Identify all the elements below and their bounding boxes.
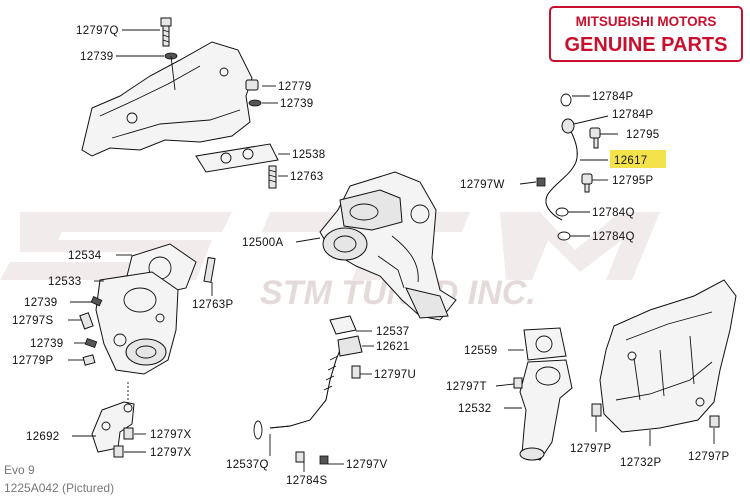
label-12797t: 12797T (446, 381, 487, 393)
label-12538: 12538 (292, 149, 325, 161)
label-12692: 12692 (26, 431, 59, 443)
turbo-heat-shield-upper (81, 41, 253, 157)
label-12784q-b: 12784Q (592, 231, 635, 243)
label-12795: 12795 (626, 129, 659, 141)
oil-return-pipe-12621 (269, 315, 363, 429)
stud-12763-icon (268, 165, 277, 189)
label-12797p-b: 12797P (688, 451, 729, 463)
label-12797x-b: 12797X (150, 447, 191, 459)
leader-lines (68, 29, 715, 472)
outlet-elbow-12533 (95, 271, 179, 375)
label-12784p-a: 12784P (592, 91, 633, 103)
washer-12784p-b-icon (561, 118, 575, 134)
label-12559: 12559 (464, 345, 497, 357)
bolt-12797p-b-icon (709, 415, 720, 428)
part-labels: 12797Q 12739 12779 12739 12538 12763 125… (12, 25, 729, 487)
badge-line2: GENUINE PARTS (565, 34, 728, 56)
bolt-12797w-icon (536, 177, 546, 187)
label-12797w: 12797W (460, 179, 505, 191)
nut-12779p-icon (82, 354, 96, 366)
front-pipe-12532 (519, 359, 573, 461)
label-12779-top: 12779 (278, 81, 311, 93)
bolt-12795p-icon (581, 173, 593, 193)
bolt-12797v-icon (319, 455, 329, 465)
turbocharger-12500a (319, 171, 457, 321)
bolt-12797x-b-icon (113, 445, 124, 458)
bolt-12797p-a-icon (591, 403, 602, 417)
badge-line1: MITSUBISHI MOTORS (576, 14, 717, 29)
label-12797q-top: 12797Q (76, 25, 119, 37)
caption-model: Evo 9 (4, 463, 35, 477)
label-12784q-a: 12784Q (592, 207, 635, 219)
washer-12784q-a-icon (555, 207, 569, 217)
highlight-12617 (610, 150, 666, 168)
label-12797p-a: 12797P (570, 443, 611, 455)
label-12537: 12537 (376, 326, 409, 338)
gasket-12538-icon (195, 143, 279, 173)
label-12763p: 12763P (192, 299, 233, 311)
label-12784p-b: 12784P (612, 109, 653, 121)
label-12739-mid: 12739 (280, 98, 313, 110)
bolt-12797t-icon (513, 377, 523, 389)
genuine-parts-badge: MITSUBISHI MOTORS GENUINE PARTS (549, 6, 743, 62)
heat-shield-lower-12732p (599, 279, 737, 433)
label-12784s: 12784S (286, 475, 327, 487)
label-12779p: 12779P (12, 355, 53, 367)
label-12732p: 12732P (620, 457, 661, 469)
label-12739-left: 12739 (24, 297, 57, 309)
label-12739-top: 12739 (80, 51, 113, 63)
washer-12739-left-icon (90, 296, 103, 307)
label-12763: 12763 (290, 171, 323, 183)
gasket-12559-icon (523, 327, 567, 361)
oil-feed-pipe-12617 (545, 121, 578, 221)
label-12533: 12533 (48, 276, 81, 288)
washer-12739-left2-icon (84, 337, 98, 349)
label-12532: 12532 (458, 403, 491, 415)
bracket-12692 (91, 401, 135, 453)
stud-12763p-icon (203, 256, 216, 283)
label-12797s: 12797S (12, 315, 53, 327)
bolt-12797q-icon (160, 17, 172, 47)
label-12795p: 12795P (612, 175, 653, 187)
label-12621: 12621 (376, 341, 409, 353)
nut-12779-icon (245, 79, 262, 107)
bolt-12797x-a-icon (123, 427, 134, 440)
bolt-12784s-icon (295, 451, 305, 463)
label-12617: 12617 (614, 155, 647, 167)
label-12739-left2: 12739 (30, 338, 63, 350)
bolt-12795-icon (589, 127, 601, 149)
label-12797u: 12797U (374, 369, 416, 381)
bolt-12797s-icon (79, 312, 94, 330)
label-12500a: 12500A (242, 237, 283, 249)
label-12534: 12534 (68, 250, 102, 262)
washer-12784p-a-icon (560, 93, 572, 107)
label-12797v: 12797V (346, 459, 387, 471)
label-12797x-a: 12797X (150, 429, 191, 441)
caption-part-code: 1225A042 (Pictured) (4, 481, 114, 495)
gasket-12537q-icon (253, 420, 263, 440)
label-12537q: 12537Q (226, 459, 269, 471)
